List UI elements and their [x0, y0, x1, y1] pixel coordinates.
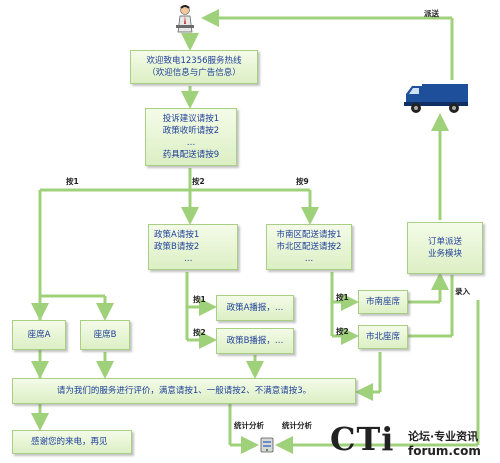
north-seat-box: 市北座席 — [358, 325, 408, 349]
logo-line1: 论坛·专业资讯 — [408, 430, 479, 443]
hotline-line1: 欢迎致电12356服务热线 — [146, 56, 242, 66]
hotline-box: 欢迎致电12356服务热线 （欢迎信息与广告信息） — [130, 50, 258, 84]
south-seat-box: 市南座席 — [358, 290, 408, 314]
evaluation-text: 请为我们的服务进行评价，满意请按1、一般请按2、不满意请按3。 — [56, 386, 312, 396]
hotline-line2: （欢迎信息与广告信息） — [147, 68, 241, 78]
menu-line1: 投诉建议请按1 — [162, 114, 220, 124]
district-menu-line2: 市北区配送请按2 — [276, 242, 342, 252]
stats-right-label: 统计分析 — [282, 421, 312, 430]
thanks-box: 感谢您的来电，再见 — [12, 430, 132, 454]
district-press2-label: 按2 — [336, 327, 349, 336]
thanks-text: 感谢您的来电，再见 — [31, 437, 108, 447]
dispatch-label: 派送 — [424, 9, 439, 18]
order-module-box: 订单派送 业务模块 — [407, 222, 483, 274]
seat-a-box: 座席A — [12, 320, 66, 350]
policy-menu-line3: … — [184, 254, 193, 264]
south-seat-label: 市南座席 — [365, 297, 400, 307]
seat-b-box: 座席B — [80, 320, 130, 350]
press9-label: 按9 — [296, 177, 309, 186]
logo-line2: forum.com — [408, 444, 481, 458]
policy-menu-line2: 政策B请按2 — [154, 242, 200, 252]
policy-a-play-box: 政策A播报，… — [216, 295, 294, 321]
press2-label: 按2 — [192, 177, 205, 186]
district-menu-line1: 市南区配送请按1 — [276, 230, 342, 240]
operator-person-icon — [176, 5, 194, 33]
database-server-icon — [260, 437, 274, 453]
policy-b-play-label: 政策B播报，… — [226, 336, 284, 346]
main-menu-box: 投诉建议请按1 政策收听请按2 … 药具配送请按9 — [145, 108, 237, 166]
policy-b-play-box: 政策B播报，… — [216, 328, 294, 354]
menu-line4: 药具配送请按9 — [162, 150, 220, 160]
evaluation-box: 请为我们的服务进行评价，满意请按1、一般请按2、不满意请按3。 — [12, 378, 356, 404]
policy-a-play-label: 政策A播报，… — [226, 303, 284, 313]
district-press1-label: 按1 — [336, 293, 349, 302]
policy-menu-box: 政策A请按1 政策B请按2 … — [148, 224, 238, 270]
policy-press1-label: 按1 — [193, 295, 206, 304]
press1-label: 按1 — [66, 177, 79, 186]
cti-forum-logo: CTi 论坛·专业资讯 forum.com — [330, 420, 500, 460]
logo-brand: CTi — [330, 420, 395, 458]
seat-a-label: 座席A — [27, 330, 51, 340]
delivery-truck-icon — [404, 84, 468, 113]
district-menu-line3: … — [304, 254, 314, 264]
policy-press2-label: 按2 — [193, 328, 206, 337]
entry-label: 录入 — [455, 287, 470, 296]
order-module-line1: 订单派送 — [427, 237, 462, 247]
order-module-line2: 业务模块 — [427, 249, 462, 259]
north-seat-label: 市北座席 — [365, 332, 400, 342]
district-menu-box: 市南区配送请按1 市北区配送请按2 … — [266, 224, 352, 270]
menu-line3: … — [186, 138, 196, 148]
menu-line2: 政策收听请按2 — [162, 126, 220, 136]
seat-b-label: 座席B — [93, 330, 117, 340]
policy-menu-line1: 政策A请按1 — [154, 230, 200, 240]
stats-left-label: 统计分析 — [234, 421, 264, 430]
